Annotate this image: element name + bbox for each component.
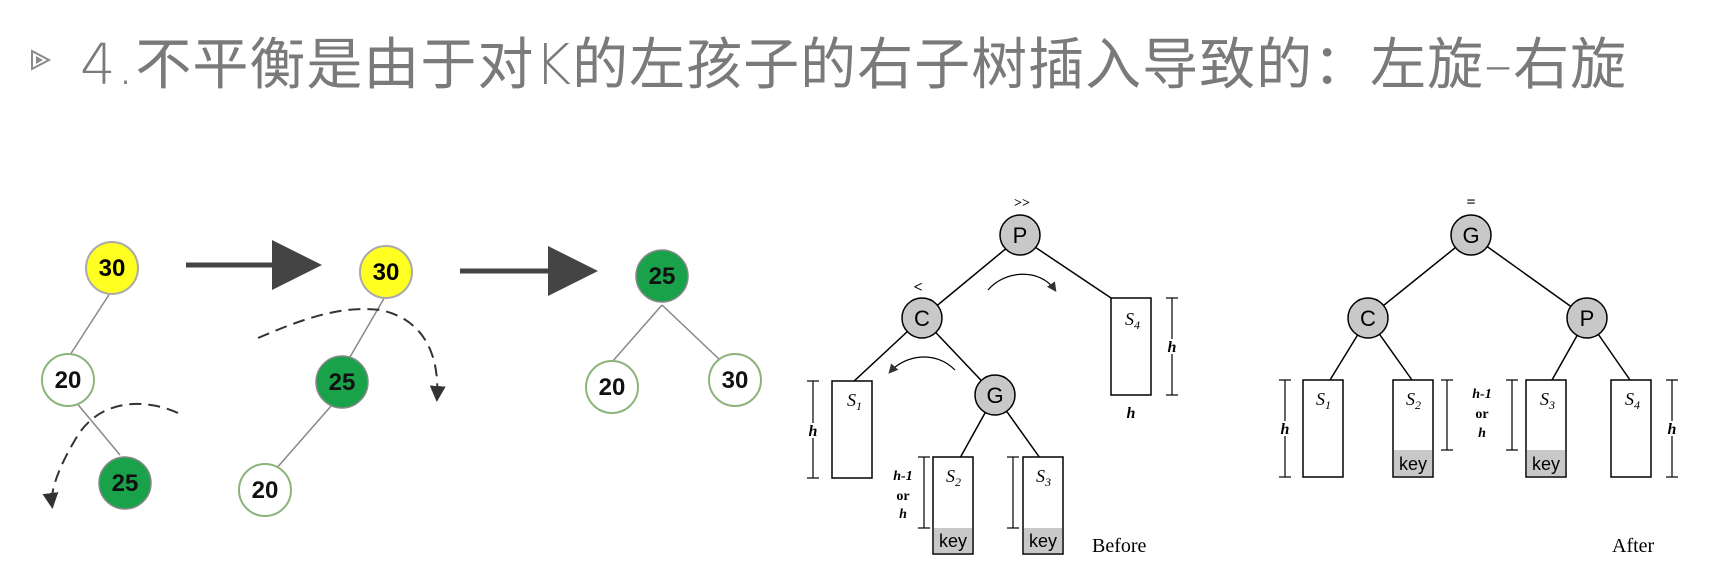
after-s2-key: key (1399, 454, 1427, 474)
after-s2-label: S2 (1406, 389, 1421, 412)
after-s3-label: S3 (1540, 389, 1555, 412)
after-diagram: = G C P S1 h S2 key S3 key (1279, 194, 1679, 557)
after-s1-label: S1 (1316, 389, 1331, 412)
after-s3-key: key (1532, 454, 1560, 474)
before-s2-or: or (896, 489, 909, 504)
before-s2-hminus: h-1 (893, 469, 912, 484)
after-subtree-s4 (1610, 379, 1652, 478)
before-caption: Before (1092, 535, 1147, 557)
step3-right-label: 30 (722, 367, 749, 394)
before-rotate-arrow-right (987, 273, 1057, 292)
step3-tree: 25 20 30 (585, 249, 762, 414)
after-s4-height: h (1668, 421, 1677, 438)
before-subtree-s1 (831, 380, 873, 479)
step2-leaf-label: 20 (252, 477, 279, 504)
step1-rotate-arrow (42, 402, 179, 509)
bullet-arrow-icon (20, 40, 60, 80)
after-s1-height: h (1281, 421, 1290, 438)
after-g-balance-mark: = (1466, 194, 1475, 211)
step2-rotate-arrow (257, 308, 446, 402)
step2-tree: 30 25 20 (238, 245, 446, 517)
c-balance-mark: < (913, 279, 922, 296)
before-s2-h: h (899, 507, 907, 522)
svg-text:C: C (1360, 306, 1376, 331)
svg-text:G: G (1462, 223, 1479, 248)
after-node-g: G (1450, 214, 1492, 256)
step1-leaf-label: 25 (112, 470, 139, 497)
before-s3-key: key (1029, 531, 1057, 551)
p-balance-mark: >> (1014, 196, 1030, 211)
step3-node-left: 20 (585, 360, 639, 414)
svg-text:C: C (914, 306, 930, 331)
step1-node-leaf: 25 (98, 456, 152, 510)
step1-node-mid: 20 (41, 353, 95, 407)
after-hminus: h-1 (1472, 387, 1491, 402)
before-s4-label: S4 (1125, 309, 1140, 332)
before-node-g: G (974, 374, 1016, 416)
before-s4-height-below: h (1127, 405, 1136, 422)
before-node-p: P (999, 214, 1041, 256)
before-diagram: >> < P C G S1 h S2 key h-1 or (807, 196, 1179, 557)
step3-node-right: 30 (708, 353, 762, 407)
step3-node-root: 25 (635, 249, 689, 303)
after-node-p: P (1566, 297, 1608, 339)
before-s4-height: h (1168, 339, 1177, 356)
svg-text:P: P (1013, 223, 1028, 248)
slide-title: 4.不平衡是由于对K的左孩子的右子树插入导致的：左旋–右旋 (80, 32, 1628, 98)
after-or: or (1475, 407, 1488, 422)
before-s1-height: h (809, 423, 818, 440)
step2-node-root: 30 (359, 245, 413, 299)
svg-text:G: G (986, 383, 1003, 408)
after-s4-label: S4 (1625, 389, 1640, 412)
before-node-c: C (901, 297, 943, 339)
step2-mid-label: 25 (329, 369, 356, 396)
step1-node-root: 30 (85, 241, 139, 295)
slide-title-row: 4.不平衡是由于对K的左孩子的右子树插入导致的：左旋–右旋 (20, 10, 1627, 110)
before-s3-label: S3 (1036, 466, 1051, 489)
before-s1-label: S1 (847, 390, 862, 413)
step1-root-label: 30 (99, 255, 126, 282)
step2-root-label: 30 (373, 259, 400, 286)
before-s2-key: key (939, 531, 967, 551)
before-rotate-arrow-left (888, 356, 956, 374)
after-subtree-s1 (1302, 379, 1344, 478)
after-h-small: h (1478, 426, 1486, 441)
step1-tree: 30 20 25 (41, 241, 179, 510)
step2-node-mid: 25 (315, 355, 369, 409)
after-node-c: C (1347, 297, 1389, 339)
after-caption: After (1612, 535, 1655, 557)
svg-text:P: P (1580, 306, 1595, 331)
step2-node-leaf: 20 (238, 463, 292, 517)
step3-root-label: 25 (649, 263, 676, 290)
step3-left-label: 20 (599, 374, 626, 401)
before-subtree-s4 (1110, 297, 1152, 396)
step1-mid-label: 20 (55, 367, 82, 394)
before-s2-label: S2 (946, 466, 961, 489)
